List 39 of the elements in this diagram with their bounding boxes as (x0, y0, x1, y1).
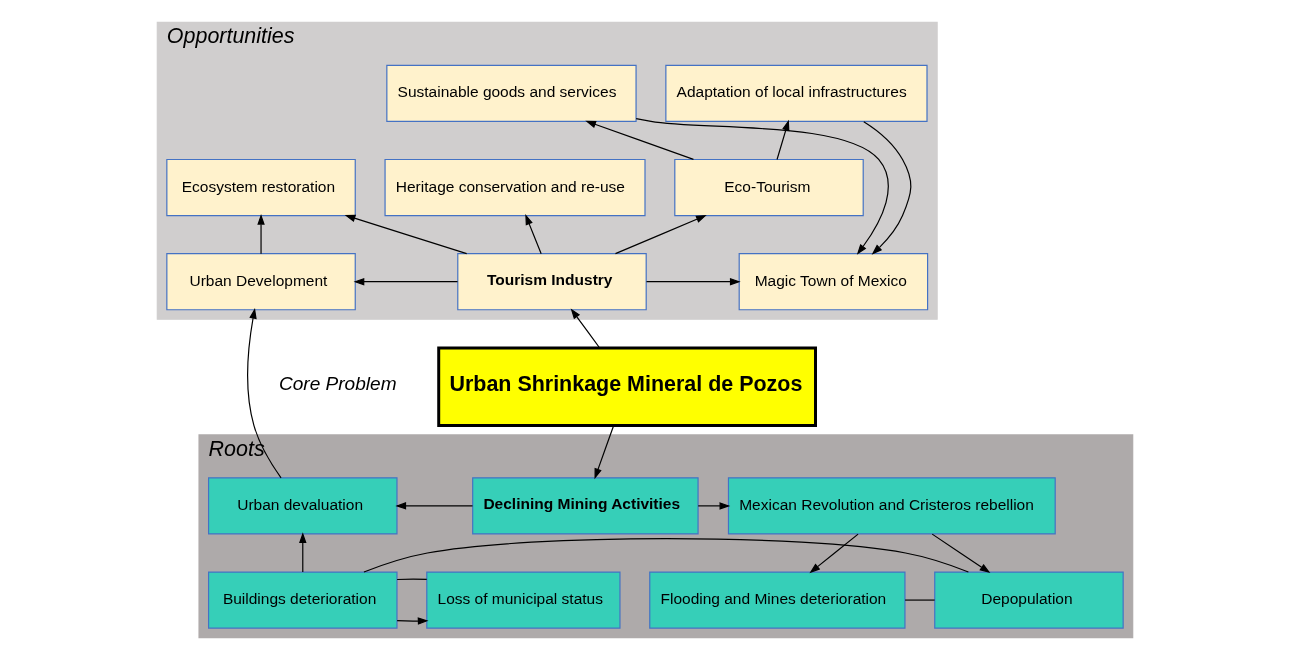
node-box: Heritage conservation and re-use (384, 158, 646, 217)
node-box: Adaptation of local infrastructures (665, 64, 928, 122)
node-box: Depopulation (934, 571, 1124, 629)
arrow (931, 533, 991, 574)
node-box: Ecosystem restoration (166, 158, 356, 217)
arrow (635, 118, 889, 255)
node-label: Core Problem (278, 372, 397, 394)
node-box: Urban devaluation (208, 477, 398, 535)
arrow (614, 215, 707, 255)
arrow (776, 119, 790, 161)
node-box: Sustainable goods and services (386, 64, 637, 122)
arrow (697, 502, 731, 510)
arrow (353, 277, 459, 286)
node-box: Urban Development (166, 253, 356, 311)
arrow (525, 214, 542, 255)
arrow (395, 502, 474, 510)
node-box: Loss of municipal status (426, 571, 621, 629)
arrow (863, 121, 912, 255)
node-box: Tourism Industry (457, 253, 647, 311)
connector (363, 538, 969, 573)
node-box: Mexican Revolution and Cristeros rebellion (727, 477, 1056, 535)
node-box: Eco-Tourism (674, 158, 864, 217)
arrow (396, 617, 429, 625)
node-box: Declining Mining Activities (472, 477, 699, 535)
arrow (645, 277, 741, 286)
node-box: Flooding and Mines deterioration (649, 571, 906, 629)
connector (904, 599, 936, 601)
connector (396, 578, 428, 581)
arrow (570, 308, 600, 349)
arrow (809, 533, 859, 574)
arrow (299, 532, 307, 573)
arrow (594, 424, 615, 480)
arrow (247, 307, 282, 479)
node-box: Buildings deterioration (208, 571, 398, 629)
node-box: Magic Town of Mexico (738, 253, 929, 311)
arrow (585, 120, 695, 160)
node-box: Urban Shrinkage Mineral de Pozos (437, 346, 817, 427)
arrow (257, 213, 265, 255)
arrow (344, 214, 468, 255)
